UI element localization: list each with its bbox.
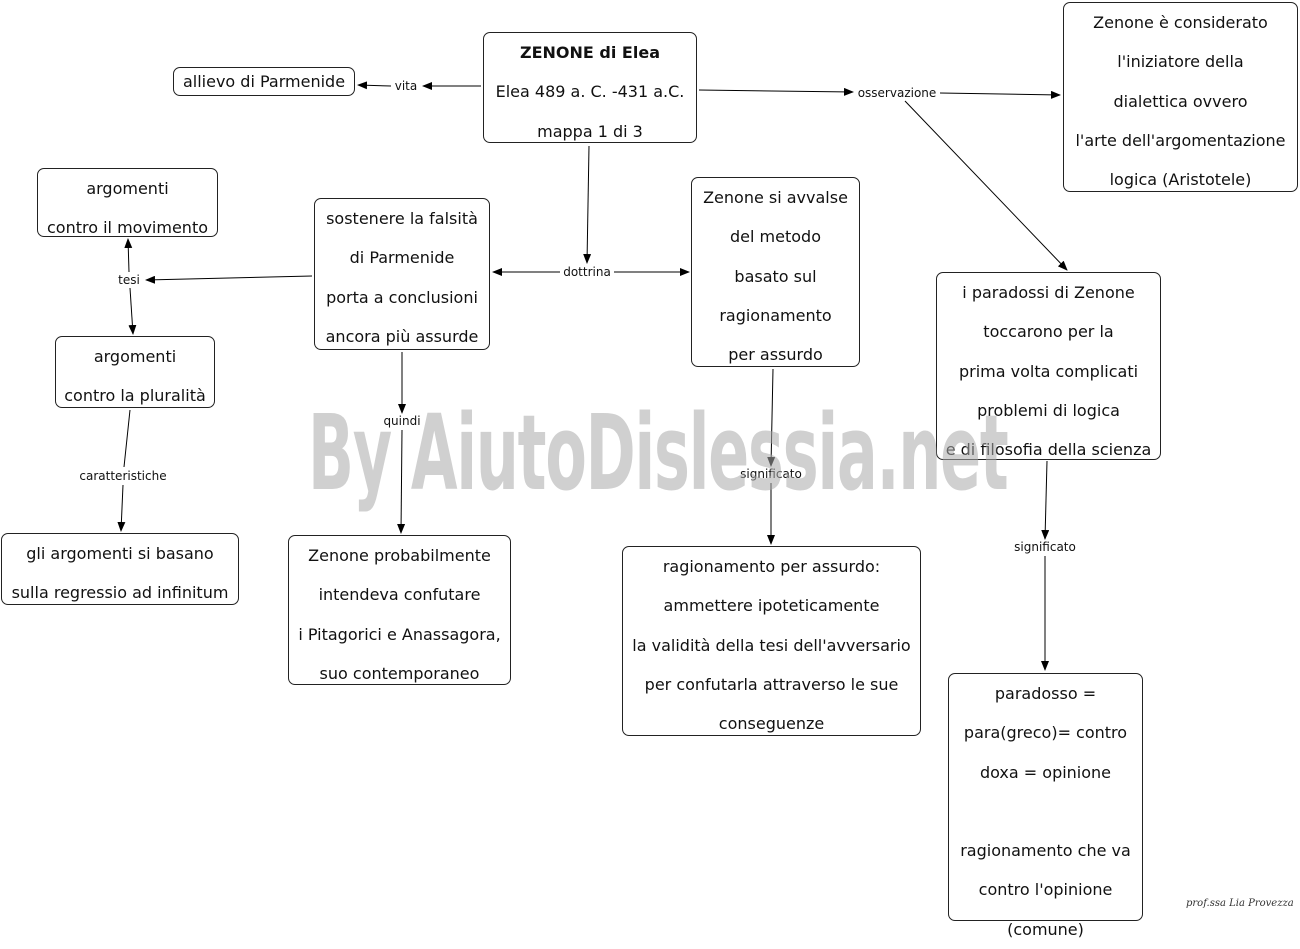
- node-text-line: mappa 1 di 3: [537, 121, 643, 141]
- node-falsita: sostenere la falsità di Parmenide porta a …: [314, 198, 490, 350]
- node-movimento: argomenti contro il movimento: [37, 168, 218, 237]
- node-metodo: Zenone si avvalse del metodo basato sul rag…: [691, 177, 860, 367]
- label-quindi: quindi: [381, 414, 423, 428]
- node-text-line: sostenere la falsità: [326, 209, 478, 228]
- node-text-line: gli argomenti si basano: [26, 544, 214, 563]
- label-caratteristiche: caratteristiche: [77, 469, 169, 483]
- edge-osservazione-iniziatore: [939, 90, 1061, 99]
- node-text-line: (comune): [1007, 919, 1084, 939]
- node-text-line: intendeva confutare: [318, 585, 481, 605]
- node-paradossi: i paradossi di Zenone toccarono per la pri…: [936, 272, 1161, 460]
- node-text-line: sulla regressio ad infinitum: [11, 583, 229, 603]
- node-text-line: logica (Aristotele): [1109, 170, 1252, 190]
- node-text-line: allievo di Parmenide: [182, 72, 346, 91]
- node-text-line: problemi di logica: [977, 400, 1120, 420]
- node-text-line: l'iniziatore della: [1117, 52, 1244, 72]
- node-text-line: ragionamento: [719, 305, 832, 325]
- edge-metodo-significato: [767, 368, 776, 467]
- node-text-line: Zenone si avvalse: [703, 188, 848, 207]
- node-text-line: ancora più assurde: [325, 326, 479, 346]
- label-vita: vita: [392, 79, 420, 93]
- node-text-line: per assurdo: [728, 345, 823, 365]
- label-tesi: tesi: [116, 273, 142, 287]
- node-text-line: suo contemporaneo: [319, 663, 480, 683]
- node-text-line: toccarono per la: [983, 322, 1114, 342]
- edge-caratteristiche-regressio: [117, 484, 126, 532]
- node-text-line: di Parmenide: [349, 248, 455, 268]
- node-text-line: dialettica ovvero: [1113, 91, 1248, 111]
- edge-zenone-osservazione: [698, 87, 854, 96]
- label-osservazione: osservazione: [855, 86, 939, 100]
- node-allievo: allievo di Parmenide: [173, 67, 355, 96]
- node-text-line: la validità della tesi dell'avversario: [632, 635, 911, 655]
- node-text-line: ragionamento per assurdo:: [662, 557, 881, 576]
- edge-tesi-movimento: [124, 238, 133, 273]
- node-text-line: ZENONE di Elea: [520, 43, 660, 62]
- edge-vita-allievo: [357, 81, 392, 90]
- node-iniziatore: Zenone è considerato l'iniziatore della di…: [1063, 2, 1298, 192]
- edge-falsita-tesi: [145, 275, 313, 284]
- node-text-line: ragionamento che va: [960, 841, 1131, 861]
- node-text-line: Zenone probabilmente: [308, 546, 491, 565]
- edge-quindi-confutare: [397, 429, 406, 534]
- node-text-line: e di filosofia della scienza: [945, 440, 1152, 460]
- node-confutare: Zenone probabilmente intendeva confutare i…: [288, 535, 511, 685]
- edge-osservazione-paradossi: [904, 100, 1068, 271]
- edge-zenone-dottrina: [583, 145, 592, 264]
- node-text-line: i Pitagorici e Anassagora,: [298, 624, 501, 644]
- node-regressio: gli argomenti si basano sulla regressio a…: [1, 533, 239, 605]
- node-text-line: conseguenze: [718, 714, 825, 734]
- node-text-line: Zenone è considerato: [1093, 13, 1268, 32]
- node-text-line: del metodo: [730, 227, 821, 247]
- node-text-line: porta a conclusioni: [326, 287, 478, 307]
- connector-lines: [117, 81, 1068, 671]
- edge-pluralita-caratteristiche: [123, 409, 131, 468]
- node-text-line: i paradossi di Zenone: [962, 283, 1135, 302]
- node-text-line: basato sul: [734, 266, 817, 286]
- edge-paradossi-significato: [1041, 460, 1050, 540]
- node-text-line: [949, 792, 1142, 831]
- node-text-line: ammettere ipoteticamente: [663, 596, 880, 616]
- node-text-line: argomenti: [93, 347, 177, 366]
- node-pluralita: argomenti contro la pluralità: [55, 336, 215, 408]
- label-dottrina: dottrina: [561, 265, 613, 279]
- node-text-line: per confutarla attraverso le sue: [644, 674, 899, 694]
- node-text-line: doxa = opinione: [979, 762, 1112, 782]
- node-text-line: contro il movimento: [47, 218, 208, 238]
- node-assurdo: ragionamento per assurdo: ammettere ipote…: [622, 546, 921, 736]
- node-text-line: para(greco)= contro: [963, 723, 1128, 743]
- node-text-line: Elea 489 a. C. -431 a.C.: [495, 82, 685, 102]
- label-significato-paradossi: significato: [1012, 540, 1078, 554]
- node-text-line: contro l'opinione: [978, 880, 1113, 900]
- node-text-line: contro la pluralità: [64, 386, 206, 406]
- node-text-line: argomenti: [86, 179, 169, 198]
- node-text-line: prima volta complicati: [958, 361, 1139, 381]
- edge-tesi-pluralita: [128, 287, 137, 335]
- node-text-line: l'arte dell'argomentazione: [1075, 130, 1286, 150]
- node-paradosso: paradosso = para(greco)= contro doxa = opi…: [948, 673, 1143, 939]
- label-significato-metodo: significato: [738, 467, 804, 481]
- author-signature: prof.ssa Lia Provezza: [1186, 898, 1294, 909]
- node-text-line: paradosso =: [994, 684, 1097, 703]
